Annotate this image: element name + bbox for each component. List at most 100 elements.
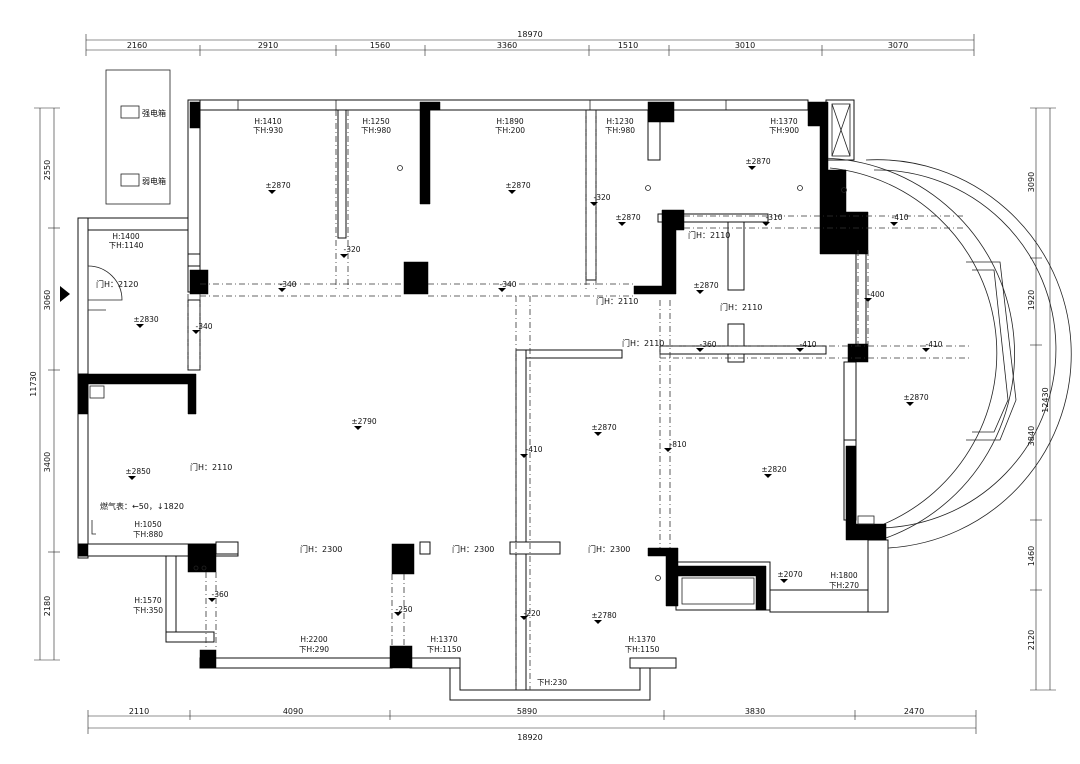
left-dimension: 3400: [43, 452, 52, 472]
height-label: H:1800: [830, 571, 857, 580]
height-label: H:1370: [628, 635, 655, 644]
beam-depth-label: -410: [799, 340, 816, 349]
height-label: H:1570: [134, 596, 161, 605]
elevation-label: ±2870: [745, 157, 771, 166]
weak-panel-label: 弱电箱: [142, 176, 166, 186]
lower-height-label: 下H:270: [829, 581, 859, 590]
lower-height-label: 下H:930: [253, 126, 283, 135]
top-dimension: 1510: [618, 41, 638, 50]
door-height-label: 门H：2110: [720, 302, 762, 312]
beam-depth-label: -410: [525, 445, 542, 454]
bottom-total-dimension: 18920: [517, 733, 542, 742]
door-height-label: 门H：2110: [622, 338, 664, 348]
height-label: H:2200: [300, 635, 327, 644]
beam-depth-label: -810: [669, 440, 686, 449]
elevation-label: ±2780: [591, 611, 617, 620]
bottom-dimension: 2110: [129, 707, 149, 716]
lower-height-label: 下H:880: [133, 530, 163, 539]
beam-depth-label: -410: [925, 340, 942, 349]
height-labels: H:1410 下H:930 H:1250 下H:980 H:1890 下H:20…: [109, 117, 860, 687]
bottom-dimension: 2470: [904, 707, 924, 716]
top-total-dimension: 18970: [517, 30, 542, 39]
lower-height-label: 下H:980: [605, 126, 635, 135]
top-dimension: 3010: [735, 41, 755, 50]
height-label: H:1050: [134, 520, 161, 529]
top-dimension: 2160: [127, 41, 147, 50]
bottom-dimensions: 2110 4090 5890 3830 2470 18920: [87, 707, 977, 742]
top-dimension: 2910: [258, 41, 278, 50]
right-dimension: 1920: [1027, 290, 1036, 310]
top-dimension: 1560: [370, 41, 390, 50]
beam-depth-label: -340: [195, 322, 212, 331]
lower-height-label: 下H:1140: [109, 241, 144, 250]
lower-height-label: 下H:200: [495, 126, 525, 135]
elevation-label: ±2820: [761, 465, 787, 474]
right-dimension: 2120: [1027, 630, 1036, 650]
door-height-label: 门H：2300: [452, 544, 494, 554]
beam-depth-label: -340: [279, 280, 296, 289]
beam-depth-label: -310: [765, 213, 782, 222]
beam-depth-label: -340: [499, 280, 516, 289]
door-height-label: 门H：2300: [588, 544, 630, 554]
bay-window: [821, 157, 1072, 549]
lower-height-label: 下H:900: [769, 126, 799, 135]
door-height-label: 门H：2120: [96, 279, 138, 289]
beam-depth-label: -360: [211, 590, 228, 599]
elevation-label: ±2870: [693, 281, 719, 290]
elevation-label: ±2850: [125, 467, 151, 476]
left-dimension: 2180: [43, 596, 52, 616]
weak-panel-box: [120, 173, 140, 187]
elevation-label: ±2070: [777, 570, 803, 579]
lower-height-label: 下H:350: [133, 606, 163, 615]
beam-depth-label: -320: [593, 193, 610, 202]
height-label: H:1890: [496, 117, 523, 126]
height-label: H:1370: [770, 117, 797, 126]
top-dimension: 3360: [497, 41, 517, 50]
height-label: H:1230: [606, 117, 633, 126]
lower-height-label: 下H:1150: [427, 645, 462, 654]
height-label: H:1410: [254, 117, 281, 126]
door-height-label: 门H：2300: [300, 544, 342, 554]
height-label: H:1250: [362, 117, 389, 126]
right-dimension: 3090: [1027, 172, 1036, 192]
lower-height-label: 下H:980: [361, 126, 391, 135]
right-dimension: 3840: [1027, 426, 1036, 446]
entrance-arrow-icon: [60, 286, 70, 302]
elevation-label: ±2870: [505, 181, 531, 190]
beam-depths: -340 -340 -320 -320 -310 -410 -340 -400 …: [192, 193, 943, 620]
beam-depth-label: -400: [867, 290, 884, 299]
left-dimension: 3060: [43, 290, 52, 310]
door-height-label: 门H：2110: [190, 462, 232, 472]
bottom-dimension: 5890: [517, 707, 537, 716]
elevation-label: ±2790: [351, 417, 377, 426]
beam-depth-label: -410: [891, 213, 908, 222]
door-height-label: 门H：2110: [688, 230, 730, 240]
beam-depth-label: -360: [699, 340, 716, 349]
elevation-label: ±2870: [615, 213, 641, 222]
beam-depth-label: -220: [523, 609, 540, 618]
lower-height-label: 下H:1150: [625, 645, 660, 654]
height-label: H:1400: [112, 232, 139, 241]
electrical-panel-area: 强电箱 弱电箱: [105, 69, 171, 205]
gas-meter-label: 燃气表：←50，↓1820: [100, 501, 184, 511]
door-height-label: 门H：2110: [596, 296, 638, 306]
right-dimensions: 3090 1920 3840 1460 2120 12430: [1027, 107, 1056, 691]
height-label: H:1370: [430, 635, 457, 644]
elevation-label: ±2870: [265, 181, 291, 190]
left-dimensions: 11730 2550 3060 3400 2180: [29, 107, 60, 661]
lower-height-label: 下H:290: [299, 645, 329, 654]
top-dimensions: 18970 2160 2910 1560 3360 1510 3010 3070: [85, 30, 975, 56]
strong-panel-label: 强电箱: [142, 108, 166, 118]
fixtures: [87, 165, 875, 581]
door-labels: 门H：2120 门H：2110 门H：2110 门H：2110 门H：2110 …: [96, 230, 762, 554]
walls: [77, 99, 889, 701]
right-dimension: 1460: [1027, 546, 1036, 566]
left-total-dimension: 11730: [29, 371, 38, 396]
beam-depth-label: -250: [395, 605, 412, 614]
elevation-label: ±2870: [591, 423, 617, 432]
right-total-dimension: 12430: [1041, 387, 1050, 412]
ceiling-elevations: ±2870 ±2870 ±2870 ±2870 ±2870 ±2830 ±279…: [125, 157, 929, 624]
bottom-dimension: 4090: [283, 707, 303, 716]
lower-height-label: 下H:230: [537, 678, 567, 687]
